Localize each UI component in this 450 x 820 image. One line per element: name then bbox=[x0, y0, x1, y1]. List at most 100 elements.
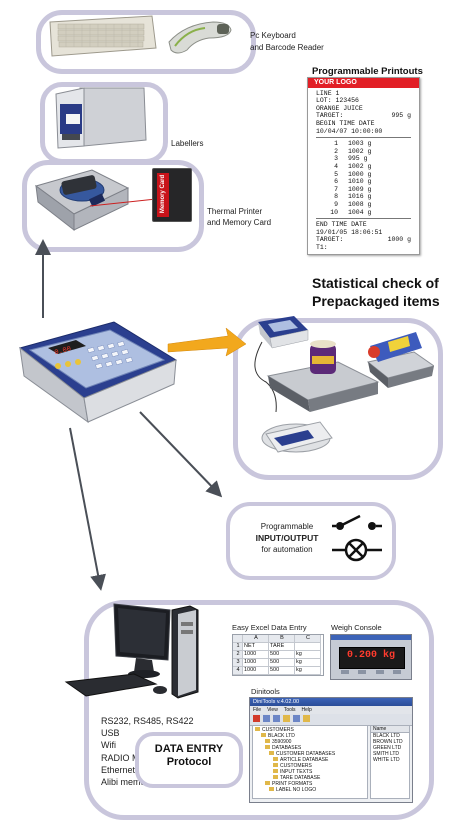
excel-cell[interactable]: 1000 bbox=[243, 667, 269, 675]
excel-cell[interactable]: 500 bbox=[269, 651, 295, 659]
io-frame bbox=[226, 502, 396, 580]
dinitools-list-header: Name bbox=[371, 726, 409, 733]
weighing-index: 7 bbox=[334, 185, 338, 193]
protocol-item: RS232, RS485, RS422 bbox=[101, 716, 194, 726]
weighing-index: 5 bbox=[334, 170, 338, 178]
tree-item[interactable]: PRINT FORMATS bbox=[255, 781, 365, 787]
tree-item[interactable]: LABEL NO LOGO bbox=[255, 787, 365, 793]
menu-item-help[interactable]: Help bbox=[301, 707, 312, 713]
excel-cell[interactable] bbox=[295, 643, 321, 651]
excel-cell[interactable]: B bbox=[269, 635, 295, 643]
customer-list-item[interactable]: BROWN LTD bbox=[373, 739, 403, 745]
tree-item[interactable]: CUSTOMERS bbox=[255, 763, 365, 769]
data-entry-title-2: Protocol bbox=[166, 756, 212, 768]
folder-icon bbox=[269, 787, 274, 791]
excel-cell[interactable]: 1000 bbox=[243, 659, 269, 667]
thermal-printer-image bbox=[34, 169, 130, 232]
labellers-label: Labellers bbox=[171, 139, 204, 148]
data-entry-title-1: DATA ENTRY bbox=[154, 743, 224, 755]
customer-list-item[interactable]: SMITH LTD bbox=[373, 751, 400, 757]
printout-product: ORANGE JUICE bbox=[316, 104, 363, 112]
printer-label-2: and Memory Card bbox=[207, 218, 272, 227]
weighing-index: 4 bbox=[334, 162, 338, 170]
weighing-row: 4 1002 g bbox=[316, 163, 411, 171]
dinitools-menu: File View Tools Help bbox=[250, 706, 412, 714]
folder-icon bbox=[265, 739, 270, 743]
tree-item-label: PRINT FORMATS bbox=[272, 781, 313, 787]
tree-item[interactable]: CUSTOMERS bbox=[255, 727, 365, 733]
tree-item[interactable]: DATABASES bbox=[255, 745, 365, 751]
excel-cell[interactable]: kg bbox=[295, 667, 321, 675]
excel-cell[interactable]: 500 bbox=[269, 659, 295, 667]
excel-cell[interactable]: C bbox=[295, 635, 321, 643]
tree-item-label: CUSTOMER DATABASES bbox=[276, 751, 336, 757]
excel-cell[interactable]: kg bbox=[295, 659, 321, 667]
weigh-console-window: 0.200 kg bbox=[330, 634, 412, 680]
weighing-value: 1002 g bbox=[348, 162, 372, 170]
printout-line: LINE 1 bbox=[316, 89, 340, 97]
folder-icon bbox=[269, 751, 274, 755]
printout-begin-time: 10/04/07 10:00:00 bbox=[316, 127, 383, 135]
excel-cell[interactable]: NET bbox=[243, 643, 269, 651]
tree-item-label: CUSTOMERS bbox=[280, 763, 312, 769]
menu-item-tools[interactable]: Tools bbox=[283, 707, 296, 713]
excel-cell[interactable]: 500 bbox=[269, 667, 295, 675]
excel-cell[interactable]: 3 bbox=[233, 659, 243, 667]
printouts-title: Programmable Printouts bbox=[312, 66, 423, 77]
printout-ticket: YOUR LOGO LINE 1 LOT: 123456 ORANGE JUIC… bbox=[307, 77, 420, 255]
menu-item-file[interactable]: File bbox=[253, 707, 262, 713]
excel-cell[interactable]: 2 bbox=[233, 651, 243, 659]
data-entry-frame bbox=[135, 732, 243, 788]
excel-cell[interactable]: 4 bbox=[233, 667, 243, 675]
tree-item[interactable]: TARE DATABASE bbox=[255, 775, 365, 781]
pc-image bbox=[64, 603, 199, 699]
tree-item[interactable]: 3590900 bbox=[255, 739, 365, 745]
printout-begin: BEGIN TIME DATE bbox=[316, 119, 375, 127]
weighing-index: 3 bbox=[334, 155, 338, 163]
customer-list-item[interactable]: GREEN LTD bbox=[373, 745, 402, 751]
printout-total-value: 1000 g bbox=[387, 236, 411, 244]
customer-list-item[interactable]: BLACK LTD bbox=[373, 733, 400, 739]
tree-item-label: DATABASES bbox=[272, 745, 302, 751]
excel-cell[interactable]: kg bbox=[295, 651, 321, 659]
tree-item-label: LABEL NO LOGO bbox=[276, 787, 317, 793]
excel-cell[interactable]: TARE bbox=[269, 643, 295, 651]
tree-item[interactable]: ARTICLE DATABASE bbox=[255, 757, 365, 763]
folder-icon bbox=[273, 769, 278, 773]
menu-item-view[interactable]: View bbox=[267, 707, 278, 713]
weighing-value: 1003 g bbox=[348, 140, 372, 148]
connector-line bbox=[90, 198, 157, 207]
weighing-value: 1008 g bbox=[348, 200, 372, 208]
protocol-item: Ethernet bbox=[101, 764, 136, 775]
keyboard-image bbox=[49, 15, 157, 57]
printout-total-label: TARGET: bbox=[316, 236, 344, 244]
tree-item[interactable]: BLACK LTD bbox=[255, 733, 365, 739]
tree-item[interactable]: INPUT TEXTS bbox=[255, 769, 365, 775]
excel-cell[interactable]: 1 bbox=[233, 643, 243, 651]
excel-cell[interactable]: A bbox=[243, 635, 269, 643]
excel-cell[interactable] bbox=[233, 635, 243, 643]
folder-icon bbox=[273, 757, 278, 761]
printer-frame bbox=[22, 160, 204, 252]
scales-image bbox=[254, 316, 434, 453]
weighing-value: 1004 g bbox=[348, 208, 372, 216]
weighing-index: 6 bbox=[334, 178, 338, 186]
printout-logo: YOUR LOGO bbox=[308, 78, 419, 88]
protocol-item: Alibi memory bbox=[101, 777, 154, 788]
excel-cell[interactable]: 1000 bbox=[243, 651, 269, 659]
customer-list-item[interactable]: WHITE LTD bbox=[373, 757, 400, 763]
weigh-console-label: Weigh Console bbox=[331, 623, 382, 632]
dinitools-label: Dinitools bbox=[251, 687, 280, 696]
io-label-2: INPUT/OUTPUT bbox=[255, 533, 319, 543]
scales-frame bbox=[233, 318, 443, 480]
tree-item[interactable]: CUSTOMER DATABASES bbox=[255, 751, 365, 757]
